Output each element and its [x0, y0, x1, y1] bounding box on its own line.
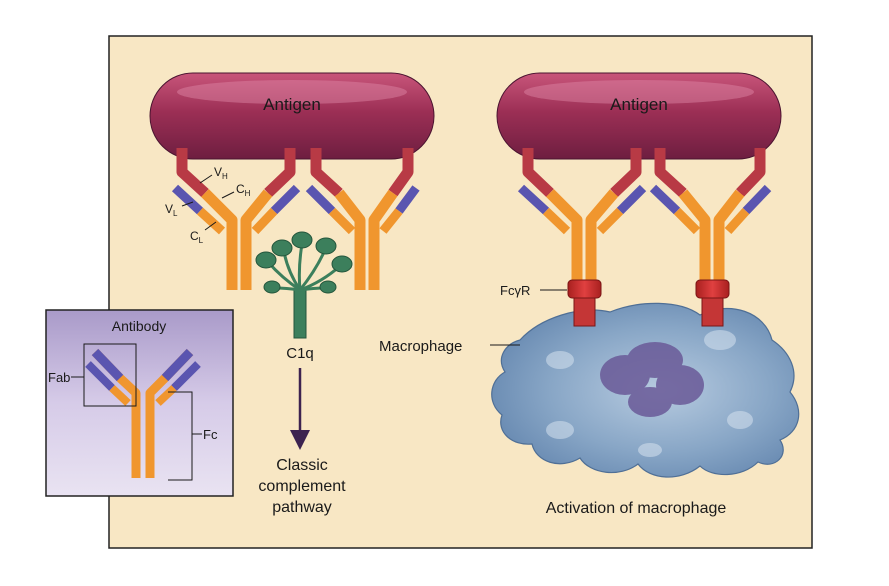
label-vl: VL [165, 202, 178, 218]
antibody-4 [649, 148, 772, 288]
domain-labels: VH CH VL CL [165, 165, 251, 245]
fc-label: Fc [203, 427, 218, 442]
fab-box [83, 343, 137, 407]
antigen-right-label: Antigen [610, 95, 668, 114]
antigen-left-label: Antigen [263, 95, 321, 114]
inset-antibody [85, 348, 201, 478]
fc-receptor-1 [567, 279, 602, 327]
pathway-label: Classic complement pathway [258, 457, 346, 516]
pathway-line-1: Classic [276, 457, 328, 474]
antibody-inset: Antibody Fab Fc [45, 309, 234, 497]
antigen-left: Antigen [149, 72, 435, 160]
pathway-line-2: complement [258, 478, 346, 495]
c1q-molecule: C1q [255, 231, 353, 362]
fcyr-label: FcγR [500, 283, 530, 298]
antibody-3 [517, 148, 647, 288]
antigen-right: Antigen [496, 72, 782, 160]
label-cl: CL [190, 229, 204, 245]
macrophage [491, 302, 800, 478]
antibody-1 [171, 148, 301, 290]
fab-label: Fab [48, 370, 70, 385]
activation-label: Activation of macrophage [546, 500, 727, 517]
inset-title: Antibody [112, 318, 166, 334]
domain-leaders [181, 174, 235, 231]
macrophage-label: Macrophage [379, 338, 462, 355]
fc-receptor-2 [695, 279, 730, 327]
label-ch: CH [236, 182, 251, 198]
c1q-label: C1q [286, 345, 314, 362]
label-vh: VH [214, 165, 228, 181]
pathway-line-3: pathway [272, 499, 332, 516]
fc-bracket [168, 391, 193, 481]
antibody-2 [305, 148, 420, 290]
